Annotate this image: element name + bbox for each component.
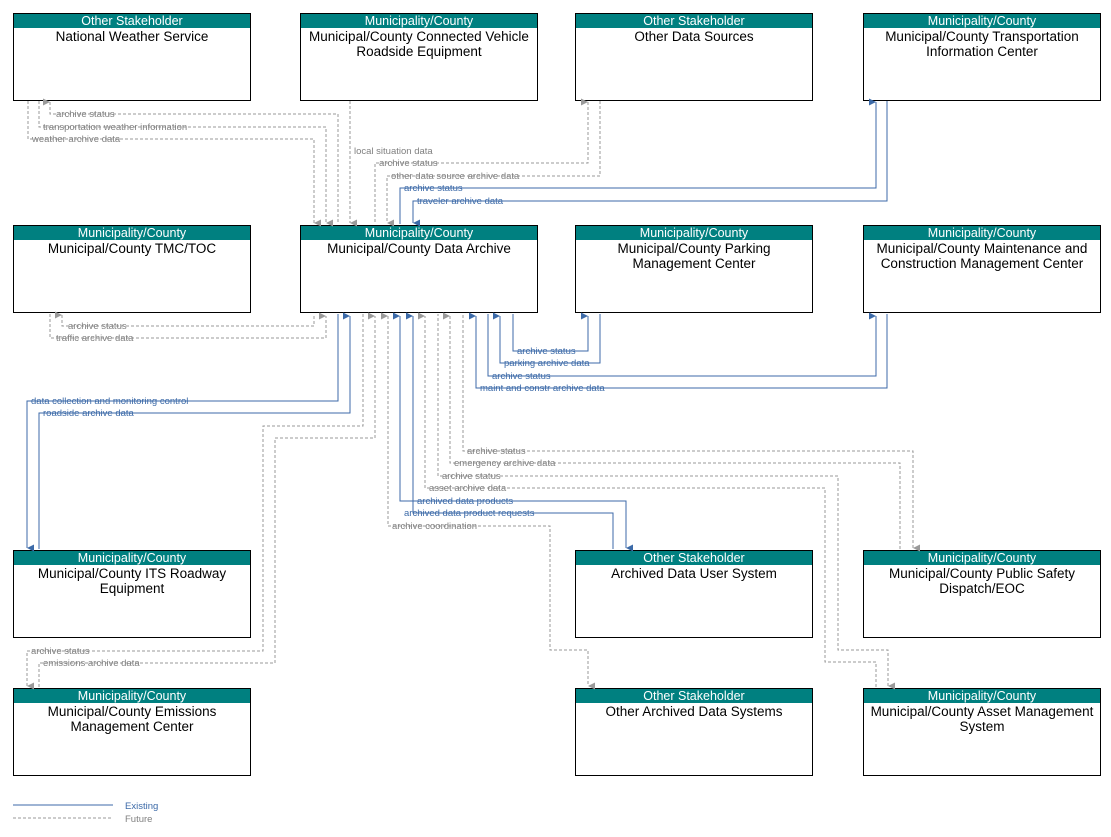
- node-name: Municipal/County Emissions Management Ce…: [47, 704, 217, 734]
- flow-label: data collection and monitoring control: [31, 396, 188, 407]
- flow-line: [49, 312, 327, 339]
- node-archived-data-user-system[interactable]: Other Stakeholder Archived Data User Sys…: [575, 550, 813, 638]
- flow-label: archive status: [56, 109, 115, 120]
- flow-label: archived data products: [417, 496, 513, 507]
- node-name: Other Data Sources: [634, 29, 754, 44]
- flow-label: traffic archive data: [56, 333, 134, 344]
- flow-label: parking archive data: [504, 358, 590, 369]
- flow-label: archive coordination: [392, 521, 477, 532]
- node-name: Municipal/County Maintenance and Constru…: [876, 241, 1088, 271]
- flow-label: weather archive data: [31, 134, 121, 145]
- flow-label: other data source archive data: [391, 171, 520, 182]
- node-category: Municipality/County: [864, 689, 1100, 703]
- node-name: Municipal/County ITS Roadway Equipment: [37, 566, 227, 596]
- flow-label: archive status: [442, 471, 501, 482]
- flow-line: [38, 312, 351, 549]
- flow-label: archived data product requests: [404, 508, 535, 519]
- flow-label: roadside archive data: [43, 408, 135, 419]
- flow-label: archive status: [404, 183, 463, 194]
- node-connected-vehicle-rse[interactable]: Municipality/County Municipal/County Con…: [300, 13, 538, 101]
- flow-label: archive status: [31, 646, 90, 657]
- node-tmc-toc[interactable]: Municipality/County Municipal/County TMC…: [13, 225, 251, 313]
- node-name: Municipal/County TMC/TOC: [47, 241, 217, 256]
- flow-label: emissions archive data: [43, 658, 140, 669]
- flow-label: archive status: [517, 346, 576, 357]
- node-category: Municipality/County: [864, 551, 1100, 565]
- node-parking-management-center[interactable]: Municipality/County Municipal/County Par…: [575, 225, 813, 313]
- node-category: Municipality/County: [14, 226, 250, 240]
- node-category: Municipality/County: [14, 689, 250, 703]
- node-category: Other Stakeholder: [576, 689, 812, 703]
- node-data-archive[interactable]: Municipality/County Municipal/County Dat…: [300, 225, 538, 313]
- flow-line: [443, 312, 901, 549]
- node-name: Municipal/County Connected Vehicle Roads…: [309, 29, 529, 59]
- flow-line: [38, 312, 376, 687]
- node-category: Other Stakeholder: [576, 551, 812, 565]
- flow-line: [381, 312, 595, 690]
- node-other-archived-data-systems[interactable]: Other Stakeholder Other Archived Data Sy…: [575, 688, 813, 776]
- node-name: Municipal/County Data Archive: [327, 241, 511, 256]
- flow-line: [374, 98, 589, 224]
- flow-line: [386, 101, 601, 227]
- node-name: Municipal/County Public Safety Dispatch/…: [888, 566, 1076, 596]
- legend-future-label: Future: [125, 814, 152, 825]
- node-public-safety-dispatch[interactable]: Municipality/County Municipal/County Pub…: [863, 550, 1101, 638]
- node-name: Municipal/County Asset Management System: [870, 704, 1094, 734]
- flow-line: [55, 311, 315, 327]
- node-category: Other Stakeholder: [14, 14, 250, 28]
- node-name: Municipal/County Parking Management Cent…: [617, 241, 771, 271]
- flow-line: [43, 98, 339, 224]
- node-category: Municipality/County: [864, 226, 1100, 240]
- flow-line: [418, 312, 877, 687]
- flow-line: [412, 101, 888, 227]
- node-emissions-management-center[interactable]: Municipality/County Municipal/County Emi…: [13, 688, 251, 776]
- node-category: Municipality/County: [14, 551, 250, 565]
- flow-label: archive status: [492, 371, 551, 382]
- node-category: Municipality/County: [301, 226, 537, 240]
- flow-label: maint and constr archive data: [480, 383, 605, 394]
- flow-label: asset archive data: [429, 483, 507, 494]
- flow-line: [26, 314, 364, 690]
- node-category: Other Stakeholder: [576, 14, 812, 28]
- flow-line: [27, 101, 321, 227]
- flow-label: emergency archive data: [454, 458, 556, 469]
- flow-line: [26, 314, 339, 552]
- flow-label: transportation weather information: [43, 122, 187, 133]
- node-its-roadway-equipment[interactable]: Municipality/County Municipal/County ITS…: [13, 550, 251, 638]
- legend-existing-label: Existing: [125, 801, 158, 812]
- node-category: Municipality/County: [301, 14, 537, 28]
- flow-line: [38, 101, 333, 227]
- node-name: Archived Data User System: [611, 566, 777, 581]
- node-national-weather-service[interactable]: Other Stakeholder National Weather Servi…: [13, 13, 251, 101]
- node-name: National Weather Service: [55, 29, 209, 44]
- node-name: Other Archived Data Systems: [605, 704, 783, 719]
- node-other-data-sources[interactable]: Other Stakeholder Other Data Sources: [575, 13, 813, 101]
- flow-label: traveler archive data: [417, 196, 504, 207]
- node-transportation-information-center[interactable]: Municipality/County Municipal/County Tra…: [863, 13, 1101, 101]
- flow-label: local situation data: [354, 146, 433, 157]
- node-category: Municipality/County: [576, 226, 812, 240]
- node-maintenance-construction-center[interactable]: Municipality/County Municipal/County Mai…: [863, 225, 1101, 313]
- node-name: Municipal/County Transportation Informat…: [885, 29, 1079, 59]
- flow-label: archive status: [379, 158, 438, 169]
- flow-line: [399, 98, 877, 224]
- node-asset-management-system[interactable]: Municipality/County Municipal/County Ass…: [863, 688, 1101, 776]
- node-category: Municipality/County: [864, 14, 1100, 28]
- flow-label: archive status: [68, 321, 127, 332]
- flow-label: archive status: [467, 446, 526, 457]
